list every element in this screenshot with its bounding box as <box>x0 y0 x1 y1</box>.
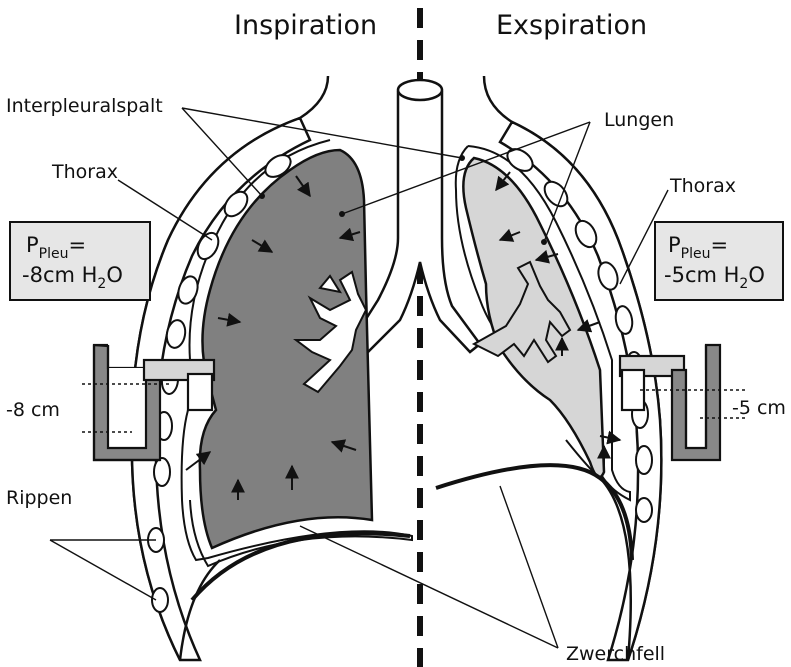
label-rippen: Rippen <box>6 487 72 509</box>
manometer-left <box>94 345 214 460</box>
label-thorax-right: Thorax <box>669 175 736 197</box>
label-lungen: Lungen <box>604 109 674 131</box>
label-zwerchfell: Zwerchfell <box>566 643 665 665</box>
label-cm-right: -5 cm <box>732 397 786 419</box>
label-thorax-left: Thorax <box>51 161 118 183</box>
label-interpleuralspalt: Interpleuralspalt <box>6 95 163 117</box>
manometer-right <box>620 345 720 460</box>
title-exspiration: Exspiration <box>496 10 647 41</box>
label-cm-left: -8 cm <box>6 399 60 421</box>
title-inspiration: Inspiration <box>234 10 377 41</box>
